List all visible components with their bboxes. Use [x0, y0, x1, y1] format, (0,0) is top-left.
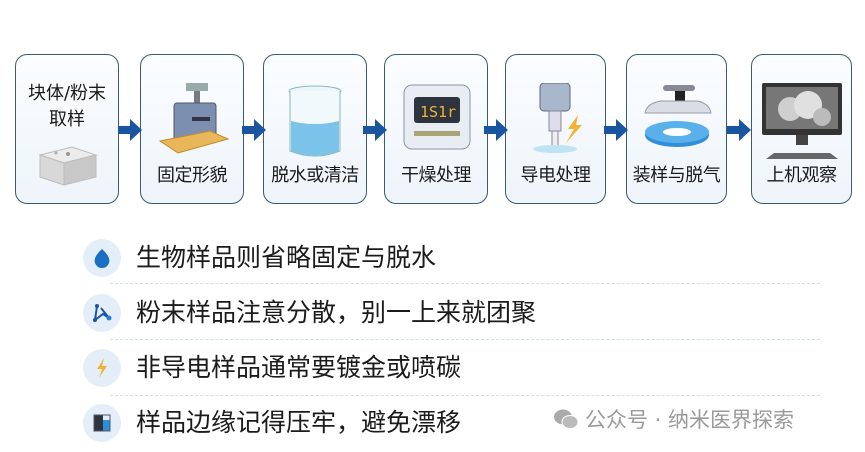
- monitor-icon: [761, 83, 842, 159]
- fixing-machine-icon: [158, 83, 230, 154]
- step-label: 上机观察: [766, 165, 838, 186]
- step-label: 块体/粉末: [27, 83, 107, 104]
- flow-arrow: [363, 119, 387, 141]
- flow-arrow: [118, 119, 142, 141]
- step-label: 装样与脱气: [632, 165, 721, 186]
- flow-arrow: [604, 119, 628, 141]
- tip-text: 非导电样品通常要镀金或喷碳: [136, 353, 462, 382]
- step-drying: 1S1r 干燥处理: [384, 54, 488, 204]
- flow-arrow: [727, 119, 751, 141]
- svg-text:1S1r: 1S1r: [420, 103, 456, 121]
- step-observation: 上机观察: [751, 54, 852, 204]
- flow-arrow: [242, 119, 266, 141]
- step-mounting: 装样与脱气: [626, 54, 727, 204]
- step-label: 干燥处理: [401, 165, 472, 186]
- step-label-line2: 取样: [49, 109, 85, 130]
- flow-arrow: [484, 119, 508, 141]
- step-label: 导电处理: [520, 165, 592, 186]
- step-label: 脱水或清洁: [271, 165, 359, 186]
- drying-oven-icon: 1S1r: [403, 84, 471, 150]
- watermark: 公众号 · 纳米医界探索: [553, 404, 794, 434]
- step-label: 固定形貌: [157, 165, 228, 186]
- tip-text: 生物样品则省略固定与脱水: [136, 243, 437, 272]
- sample-stage-icon: [643, 85, 712, 147]
- sputter-coater-icon: [532, 83, 582, 153]
- sample-block-icon: [38, 146, 98, 186]
- watermark-text: 公众号 · 纳米医界探索: [585, 408, 795, 432]
- beaker-icon: [288, 85, 342, 157]
- cloud-icon: [83, 239, 121, 277]
- divider: [110, 339, 820, 340]
- lightning-icon: [83, 349, 121, 387]
- step-conductive: 导电处理: [505, 54, 606, 204]
- tip-text: 粉末样品注意分散，别一上来就团聚: [136, 298, 537, 327]
- step-sampling: 块体/粉末取样: [15, 54, 119, 204]
- tip-text: 样品边缘记得压牢，避免漂移: [136, 408, 462, 437]
- divider: [110, 395, 820, 396]
- step-fixing: 固定形貌: [140, 54, 244, 204]
- wechat-icon: [554, 409, 579, 429]
- network-icon: [83, 294, 121, 332]
- clamp-icon: [83, 404, 121, 442]
- step-dehydration: 脱水或清洁: [263, 54, 367, 204]
- divider: [110, 283, 820, 284]
